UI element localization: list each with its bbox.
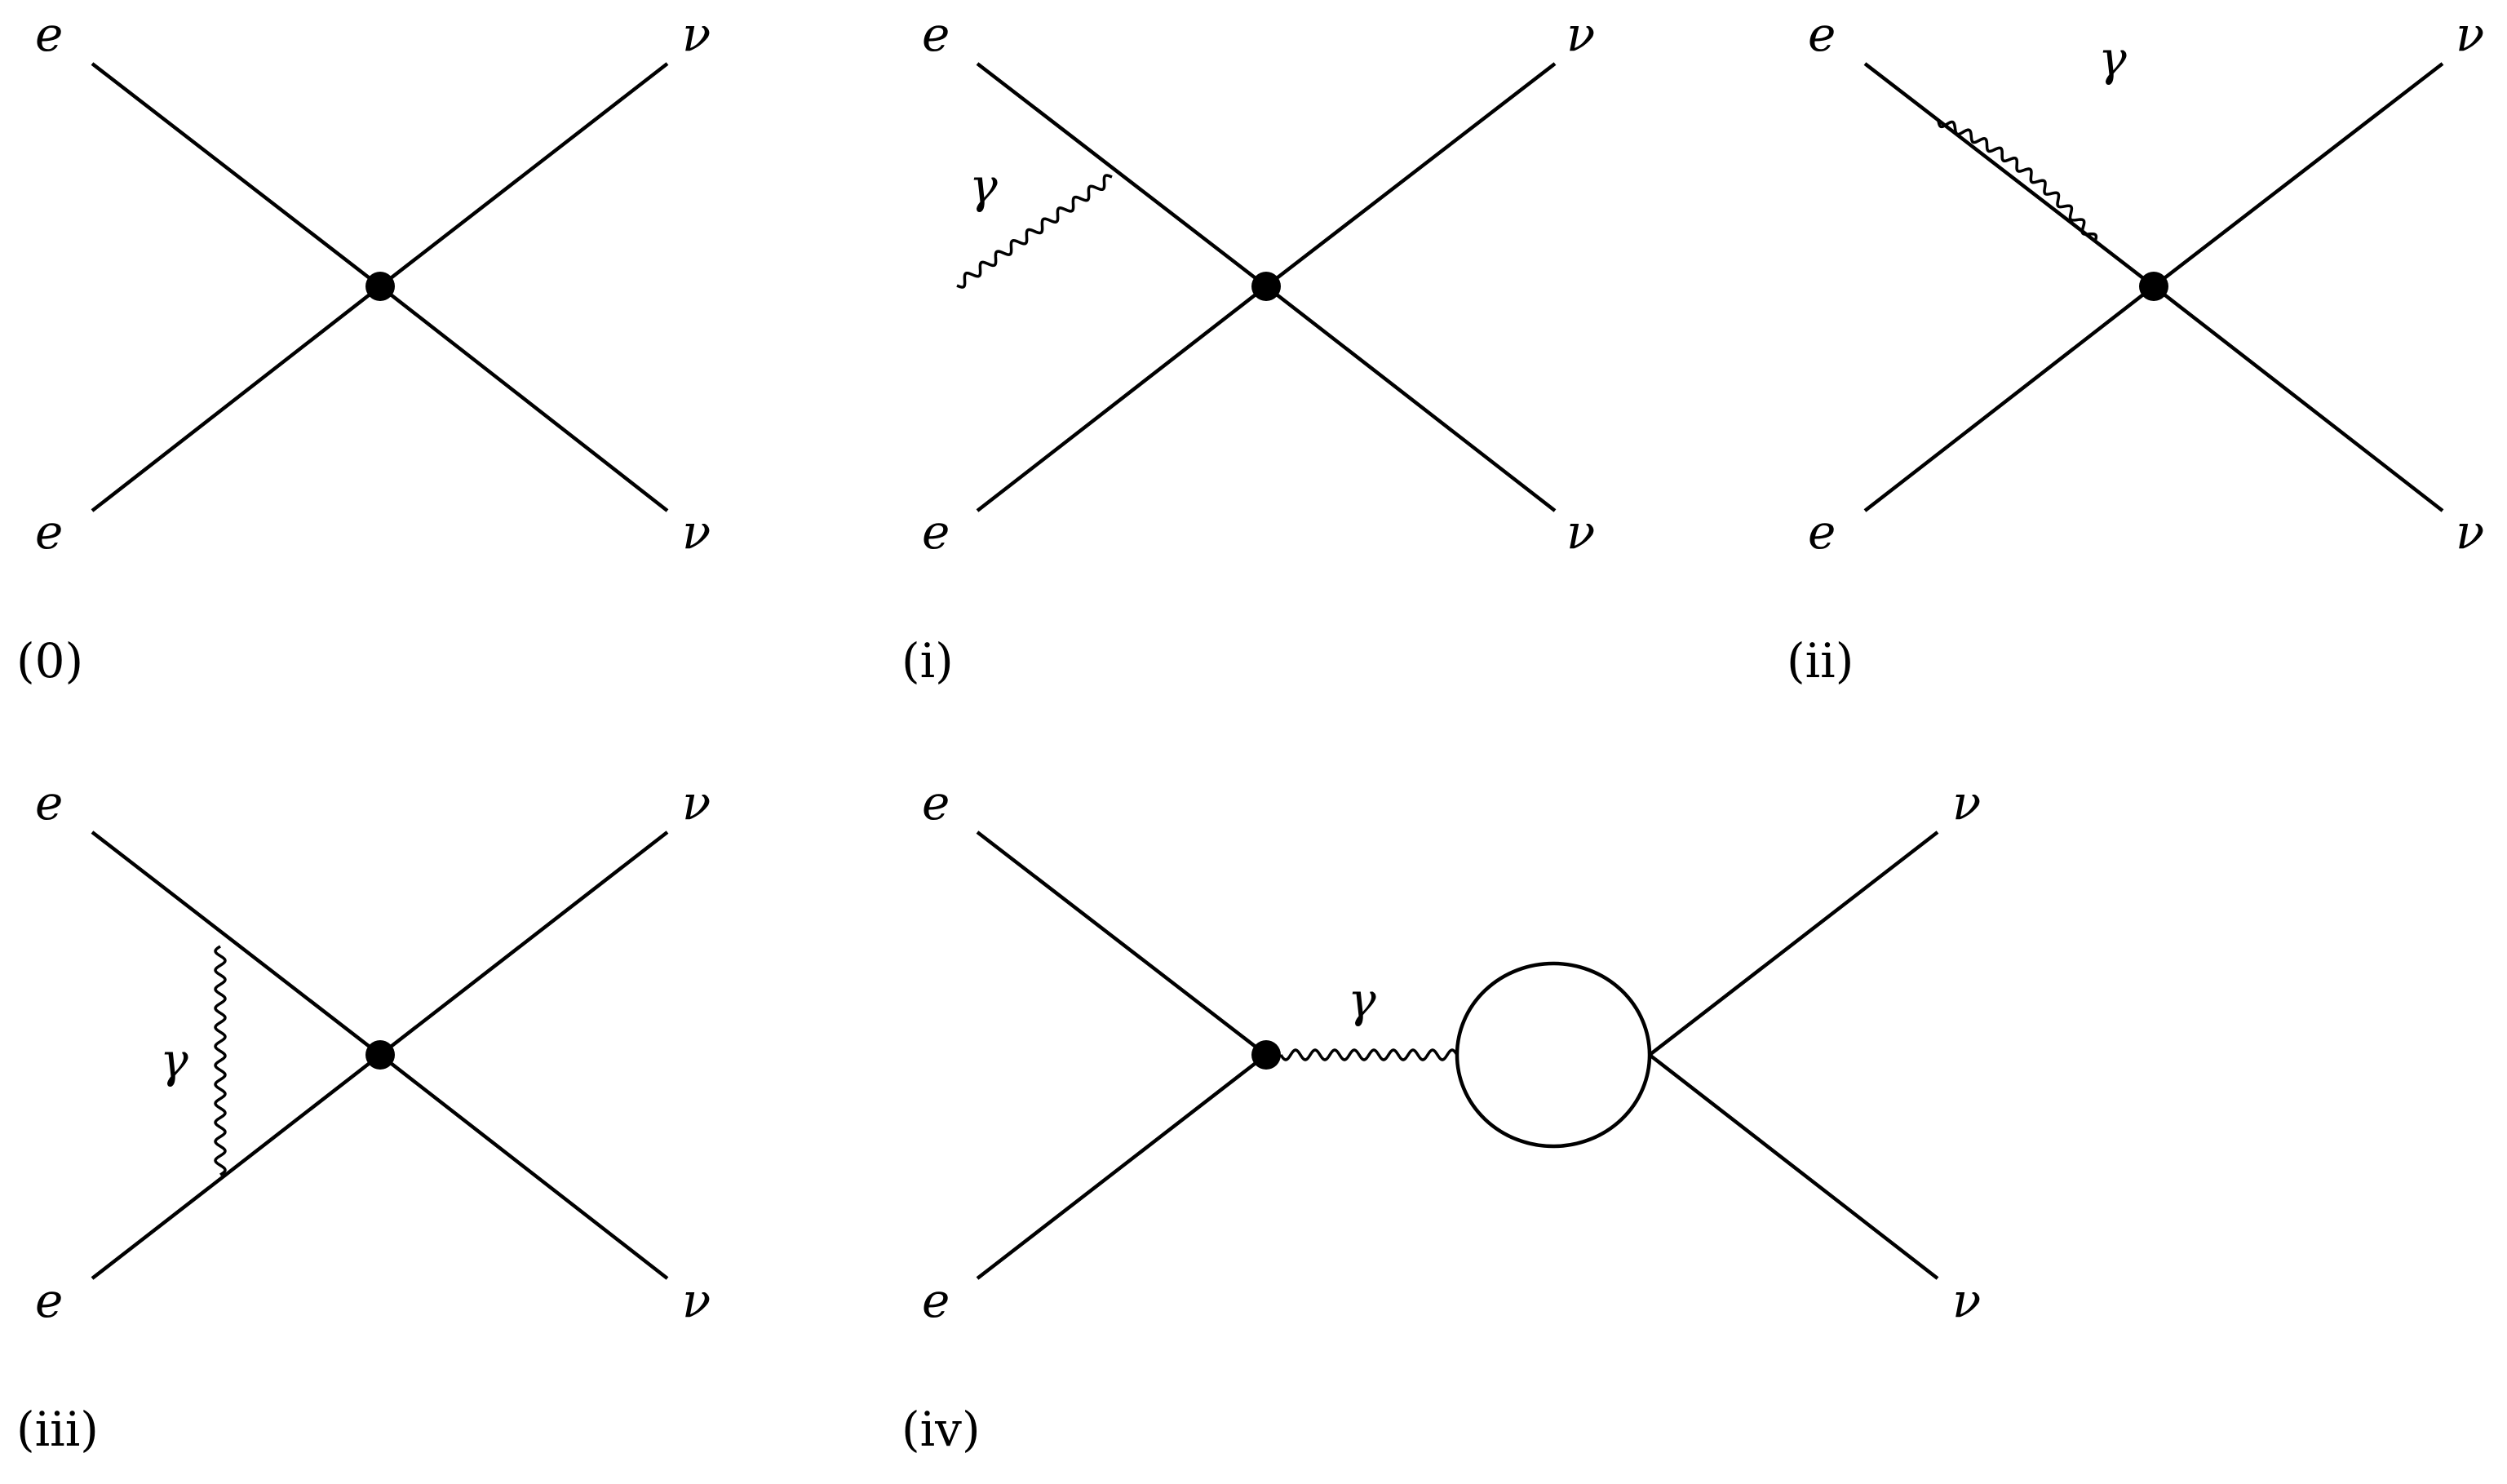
photon-propagator [1279, 1048, 1459, 1061]
label-gamma: γ [1348, 972, 1376, 1028]
label-nu-top: ν [1952, 775, 1981, 831]
four-fermion-vertex [365, 1040, 395, 1070]
diagram-i: e e ν ν γ (i) [901, 7, 1595, 689]
neutrino-line-bottom [2152, 285, 2444, 512]
diagram-ii: e e ν ν γ (ii) [1787, 7, 2484, 689]
label-nu-bottom: ν [1566, 504, 1595, 560]
caption-ii: (ii) [1787, 633, 1854, 689]
caption-iii: (iii) [16, 1402, 99, 1457]
electron-line-bottom [1863, 285, 2155, 512]
electron-line-top [91, 62, 382, 288]
neutrino-line-top [379, 62, 669, 288]
label-e-bottom: e [922, 1273, 950, 1328]
four-fermion-vertex [2139, 272, 2168, 301]
neutrino-line-bottom [1265, 285, 1557, 512]
electron-line-top [91, 831, 382, 1057]
neutrino-line-bottom [379, 285, 669, 512]
neutrino-line-top [379, 831, 669, 1057]
neutrino-line-bottom [379, 1053, 669, 1280]
label-nu-top: ν [682, 7, 711, 62]
label-gamma: γ [969, 158, 998, 214]
electron-line-top [976, 62, 1268, 288]
four-fermion-vertex [365, 272, 395, 301]
label-e-bottom: e [35, 1273, 63, 1328]
neutrino-line-top [1265, 62, 1557, 288]
electron-line-top [976, 831, 1268, 1057]
label-e-top: e [922, 7, 950, 62]
electron-photon-vertex [1251, 1040, 1281, 1070]
electron-line-bottom [91, 285, 382, 512]
photon-emission [956, 174, 1113, 289]
neutrino-line-bottom [1648, 1053, 1939, 1280]
electron-line-bottom [976, 1053, 1268, 1280]
fermion-loop [1455, 961, 1652, 1149]
neutrino-line-top [2152, 62, 2444, 288]
caption-0: (0) [16, 633, 83, 689]
label-nu-top: ν [2456, 7, 2484, 62]
label-nu-bottom: ν [2456, 504, 2484, 560]
caption-iv: (iv) [901, 1402, 981, 1457]
neutrino-line-top [1648, 831, 1939, 1057]
label-e-top: e [35, 775, 63, 831]
label-nu-top: ν [682, 775, 711, 831]
photon-self-energy-loop [1937, 120, 2098, 242]
label-e-bottom: e [1808, 504, 1836, 560]
label-gamma: γ [160, 1033, 188, 1088]
diagram-iv: e e ν ν γ (iv) [901, 775, 1981, 1457]
label-e-bottom: e [922, 504, 950, 560]
label-e-top: e [35, 7, 63, 62]
label-gamma: γ [2098, 31, 2127, 86]
electron-line-bottom [976, 285, 1268, 512]
electron-line-top [1863, 62, 2155, 288]
four-fermion-vertex [1251, 272, 1281, 301]
caption-i: (i) [901, 633, 954, 689]
label-e-top: e [1808, 7, 1836, 62]
label-e-bottom: e [35, 504, 63, 560]
diagram-iii: e e ν ν γ (iii) [16, 775, 711, 1457]
label-nu-bottom: ν [682, 504, 711, 560]
diagram-0: e e ν ν (0) [16, 7, 711, 689]
label-nu-bottom: ν [1952, 1273, 1981, 1328]
photon-vertex-correction [214, 945, 227, 1176]
label-e-top: e [922, 775, 950, 831]
label-nu-bottom: ν [682, 1273, 711, 1328]
electron-line-bottom [91, 1053, 382, 1280]
label-nu-top: ν [1566, 7, 1595, 62]
